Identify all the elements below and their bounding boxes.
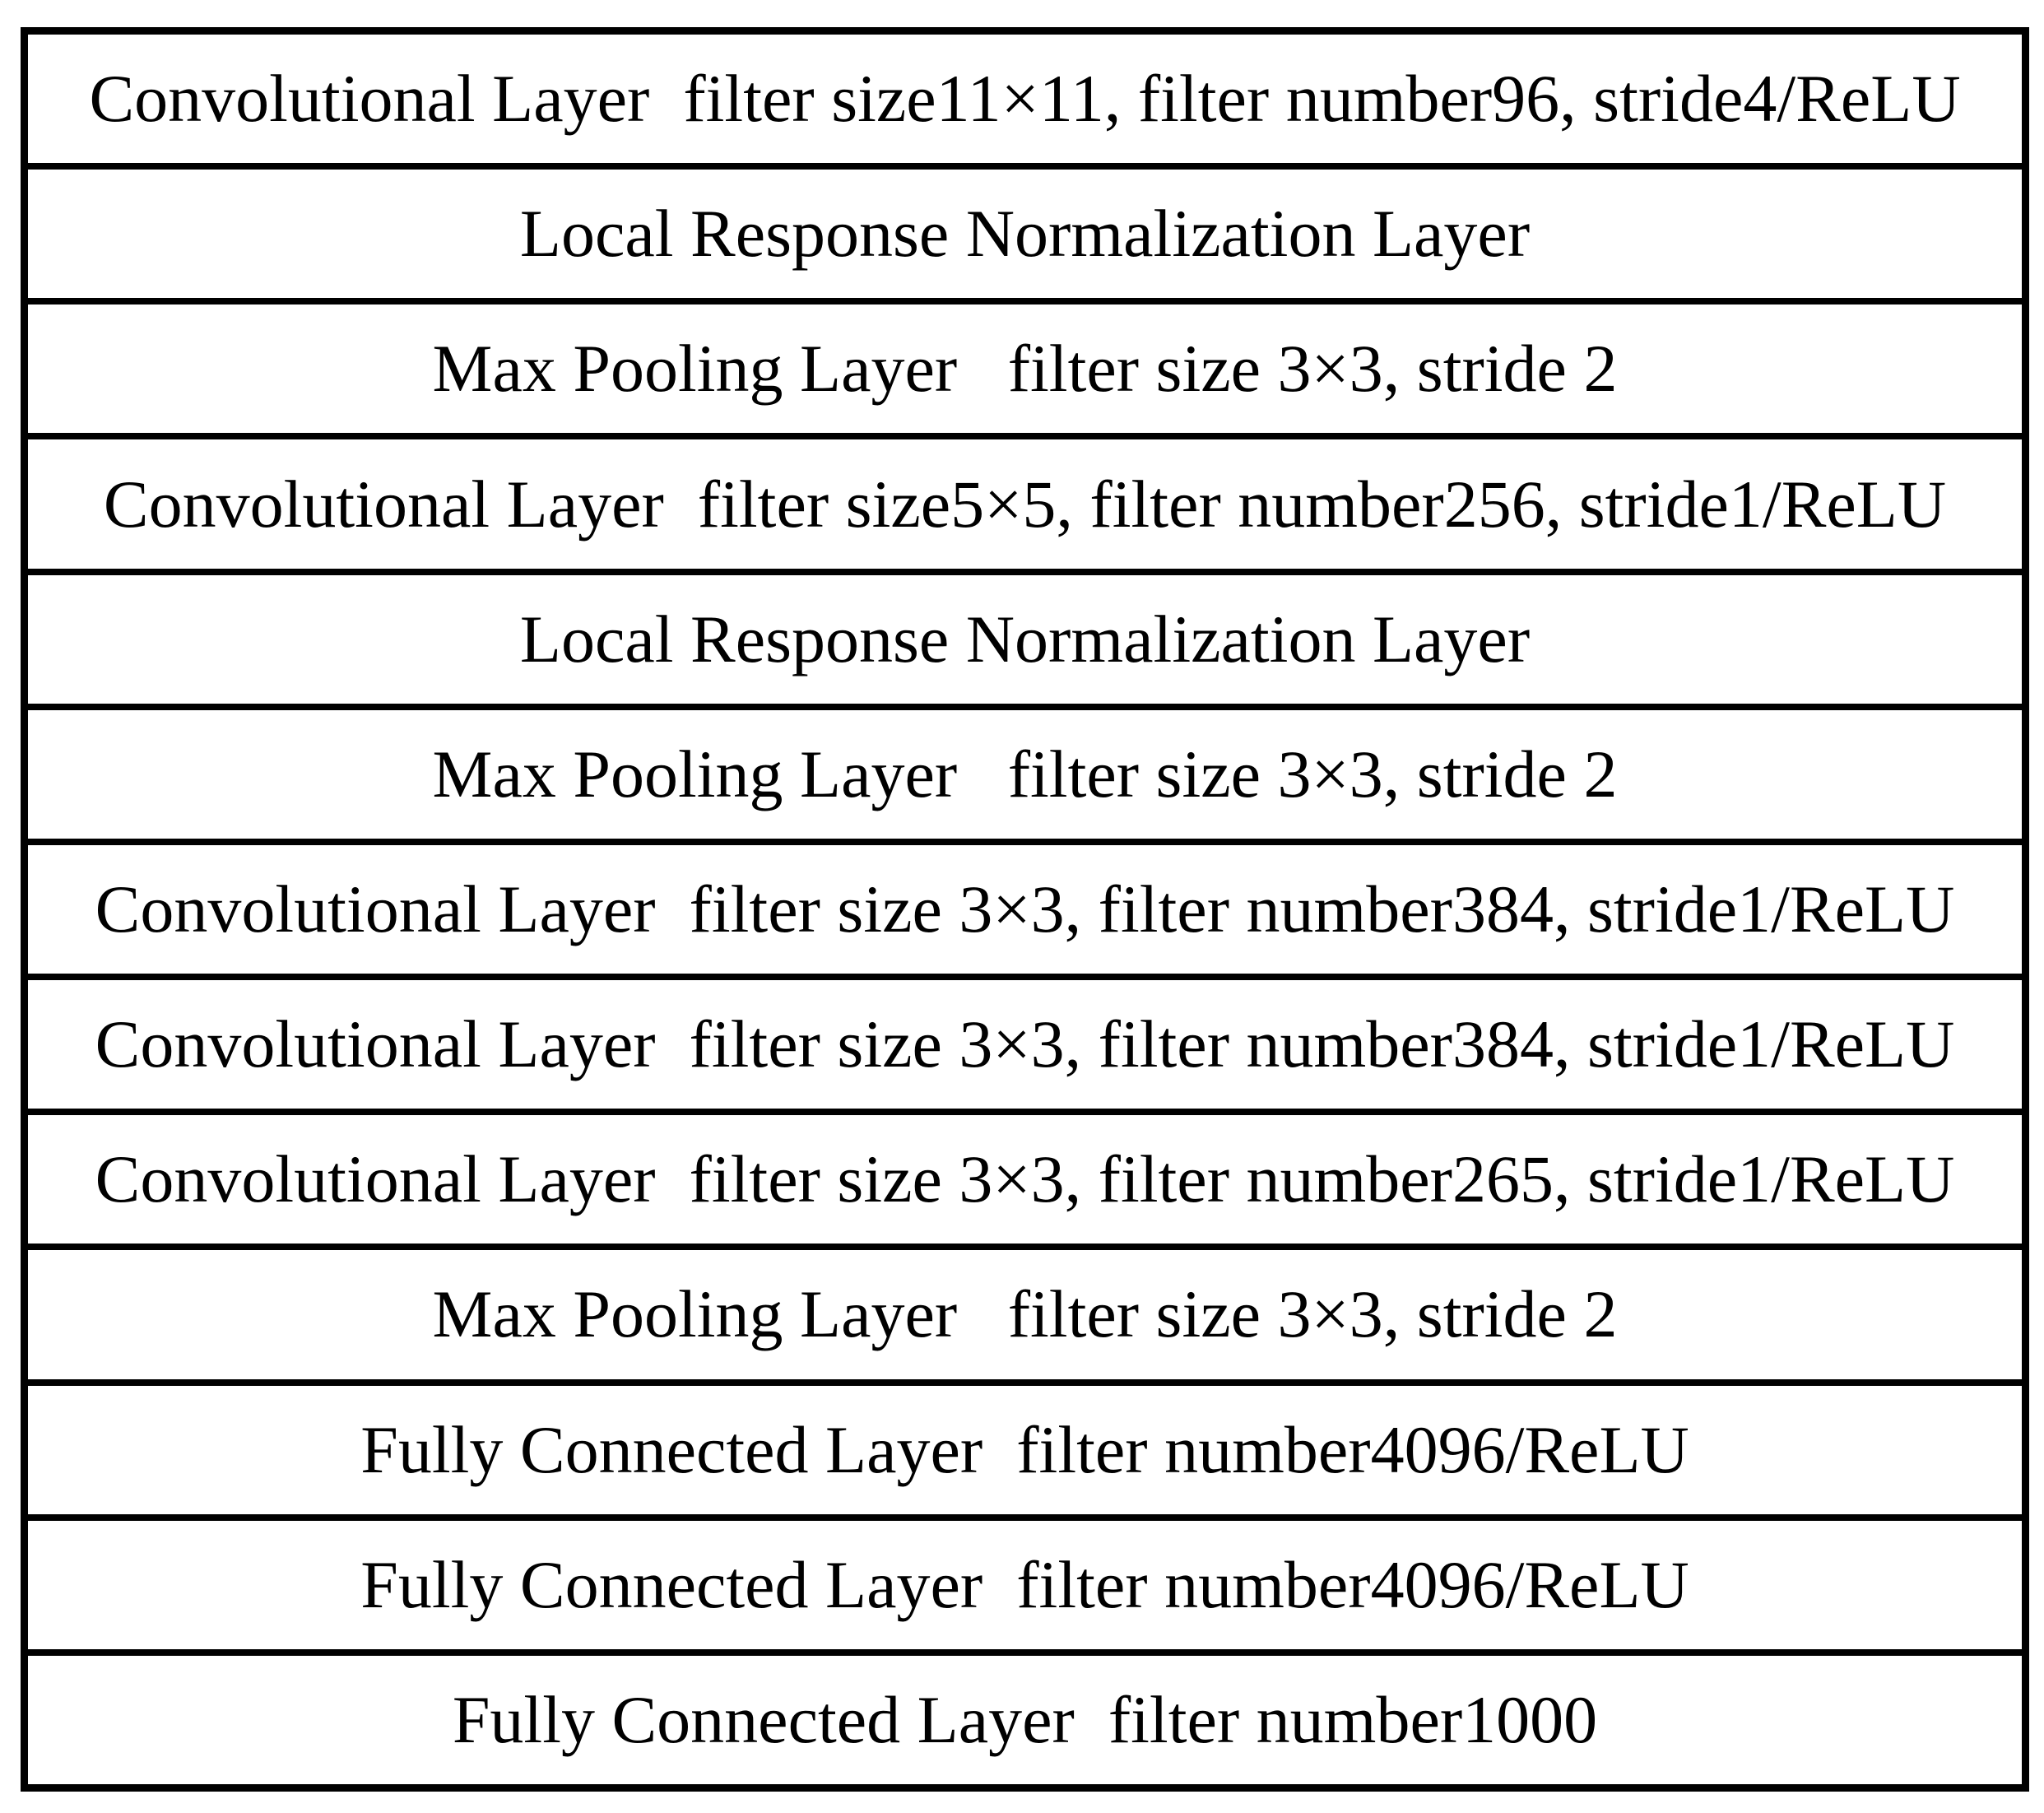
layer-label-conv2: Convolutional Layer filter size5×5, filt… [103,466,1947,542]
layer-label-fc1: Fully Connected Layer filter number4096/… [360,1411,1689,1487]
layer-row-conv3: Convolutional Layer filter size 3×3, fil… [28,844,2022,981]
layer-row-maxpool3: Max Pooling Layer filter size 3×3, strid… [28,1250,2022,1386]
layer-row-conv1: Convolutional Layer filter size11×11, fi… [28,35,2022,170]
network-architecture-table: Convolutional Layer filter size11×11, fi… [21,27,2029,1792]
layer-label-conv5: Convolutional Layer filter size 3×3, fil… [95,1141,1955,1217]
layer-label-conv1: Convolutional Layer filter size11×11, fi… [89,61,1961,137]
layer-row-conv5: Convolutional Layer filter size 3×3, fil… [28,1115,2022,1251]
layer-label-lrn1: Local Response Normalization Layer [519,196,1531,272]
layer-row-maxpool1: Max Pooling Layer filter size 3×3, strid… [28,304,2022,440]
layer-label-lrn2: Local Response Normalization Layer [519,601,1531,676]
layer-row-fc3: Fully Connected Layer filter number1000 [28,1655,2022,1785]
layer-row-conv2: Convolutional Layer filter size5×5, filt… [28,439,2022,575]
layer-row-maxpool2: Max Pooling Layer filter size 3×3, strid… [28,709,2022,845]
layer-row-conv4: Convolutional Layer filter size 3×3, fil… [28,980,2022,1116]
layer-label-conv3: Convolutional Layer filter size 3×3, fil… [95,872,1955,947]
layer-row-fc1: Fully Connected Layer filter number4096/… [28,1385,2022,1521]
layer-row-fc2: Fully Connected Layer filter number4096/… [28,1520,2022,1656]
layer-row-lrn1: Local Response Normalization Layer [28,170,2022,305]
layer-row-lrn2: Local Response Normalization Layer [28,574,2022,710]
layer-label-conv4: Convolutional Layer filter size 3×3, fil… [95,1006,1955,1082]
layer-label-maxpool3: Max Pooling Layer filter size 3×3, strid… [432,1276,1618,1352]
layer-label-fc2: Fully Connected Layer filter number4096/… [360,1546,1689,1622]
layer-label-fc3: Fully Connected Layer filter number1000 [452,1681,1598,1757]
layer-label-maxpool1: Max Pooling Layer filter size 3×3, strid… [432,331,1618,407]
layer-label-maxpool2: Max Pooling Layer filter size 3×3, strid… [432,736,1618,811]
